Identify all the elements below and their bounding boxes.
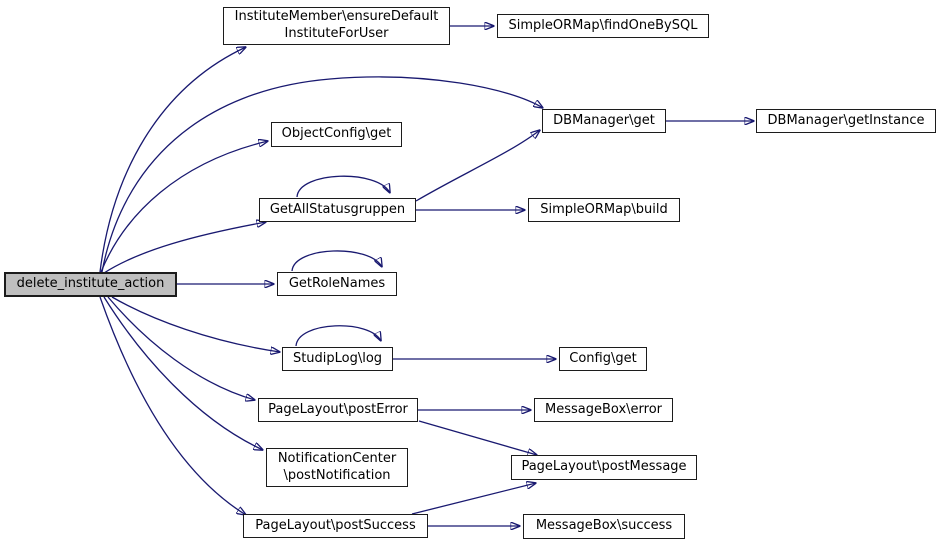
node-pagelayout-posterror[interactable]: PageLayout\postError bbox=[258, 398, 418, 422]
edge-root-to-postError bbox=[107, 296, 255, 400]
edge-postError-to-postMessage bbox=[418, 420, 537, 455]
edge-root-to-notifCenter bbox=[103, 296, 263, 450]
node-institutemember-ensuredefaultinstituteforuser[interactable]: InstituteMember\ensureDefault InstituteF… bbox=[223, 7, 450, 45]
node-simpleormap-build[interactable]: SimpleORMap\build bbox=[528, 198, 680, 222]
edge-root-to-studipLog bbox=[111, 296, 280, 352]
node-getallstatusgruppen[interactable]: GetAllStatusgruppen bbox=[259, 198, 416, 222]
edge-root-to-ensureDefault bbox=[99, 47, 246, 273]
node-messagebox-error[interactable]: MessageBox\error bbox=[534, 398, 673, 422]
node-delete-institute-action: delete_institute_action bbox=[4, 272, 177, 297]
node-simpleormap-findonebysql[interactable]: SimpleORMap\findOneBySQL bbox=[497, 14, 709, 38]
edge-studipLog-self-loop bbox=[295, 325, 381, 347]
edge-getAllStatusgruppen-to-dbGet bbox=[415, 130, 540, 202]
node-config-get[interactable]: Config\get bbox=[559, 347, 647, 371]
edge-root-to-getAllStatusgruppen bbox=[103, 222, 266, 274]
node-dbmanager-get[interactable]: DBManager\get bbox=[542, 109, 666, 133]
edge-postSuccess-to-postMessage bbox=[411, 483, 536, 515]
node-getrolenames[interactable]: GetRoleNames bbox=[277, 272, 397, 296]
node-notificationcenter-postnotification[interactable]: NotificationCenter \postNotification bbox=[266, 448, 408, 487]
edge-getRoleNames-self-loop bbox=[291, 250, 382, 272]
node-messagebox-success[interactable]: MessageBox\success bbox=[523, 514, 685, 539]
node-pagelayout-postsuccess[interactable]: PageLayout\postSuccess bbox=[243, 514, 428, 538]
edge-root-to-dbGet bbox=[101, 76, 543, 273]
node-pagelayout-postmessage[interactable]: PageLayout\postMessage bbox=[511, 455, 697, 480]
edge-getAllStatusgruppen-self-loop bbox=[296, 175, 390, 198]
node-dbmanager-getinstance[interactable]: DBManager\getInstance bbox=[756, 109, 936, 133]
node-objectconfig-get[interactable]: ObjectConfig\get bbox=[271, 122, 402, 147]
node-studiplog-log[interactable]: StudipLog\log bbox=[282, 347, 393, 371]
edge-root-to-postSuccess bbox=[99, 296, 246, 515]
edge-root-to-objectConfigGet bbox=[100, 141, 268, 273]
